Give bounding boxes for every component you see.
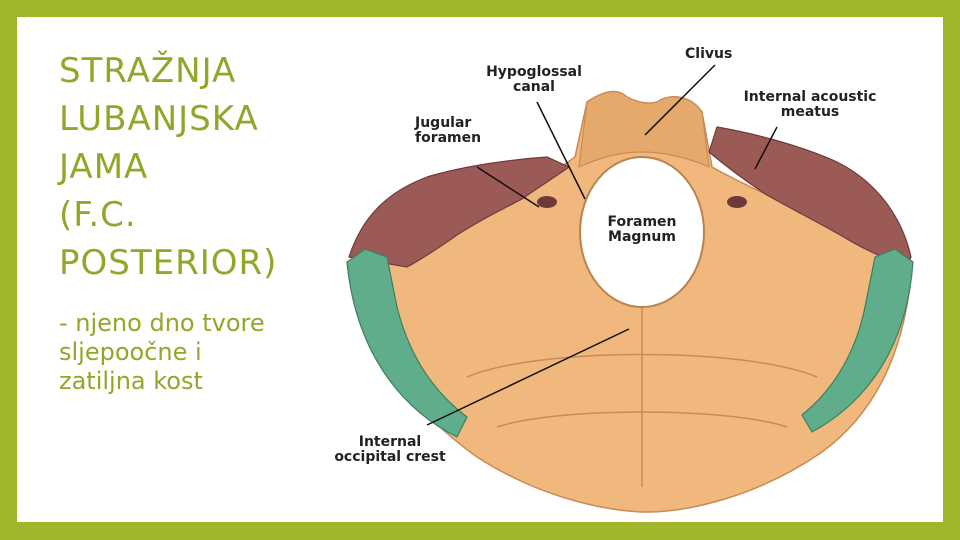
left-jugular-foramen xyxy=(537,196,557,208)
label-hypoglossal-canal: Hypoglossal canal xyxy=(469,65,599,95)
label-internal-occipital-crest: Internal occipital crest xyxy=(325,435,455,465)
title-line-5: POSTERIOR) xyxy=(59,239,319,287)
title-line-4: (F.C. xyxy=(59,191,319,239)
slide: STRAŽNJA LUBANJSKA JAMA (F.C. POSTERIOR)… xyxy=(17,17,943,522)
label-jugular-foramen: Jugular foramen xyxy=(415,116,495,146)
slide-title: STRAŽNJA LUBANJSKA JAMA (F.C. POSTERIOR) xyxy=(59,47,319,287)
label-internal-acoustic-meatus: Internal acoustic meatus xyxy=(735,90,885,120)
title-line-3: JAMA xyxy=(59,143,319,191)
label-clivus: Clivus xyxy=(685,47,732,62)
title-line-1: STRAŽNJA xyxy=(59,47,319,95)
right-jugular-foramen xyxy=(727,196,747,208)
slide-body-text: - njeno dno tvore sljepoočne i zatiljna … xyxy=(59,309,289,396)
title-line-2: LUBANJSKA xyxy=(59,95,319,143)
posterior-cranial-fossa-figure: Clivus Hypoglossal canal Jugular foramen… xyxy=(317,17,943,522)
label-foramen-magnum: Foramen Magnum xyxy=(602,215,682,245)
